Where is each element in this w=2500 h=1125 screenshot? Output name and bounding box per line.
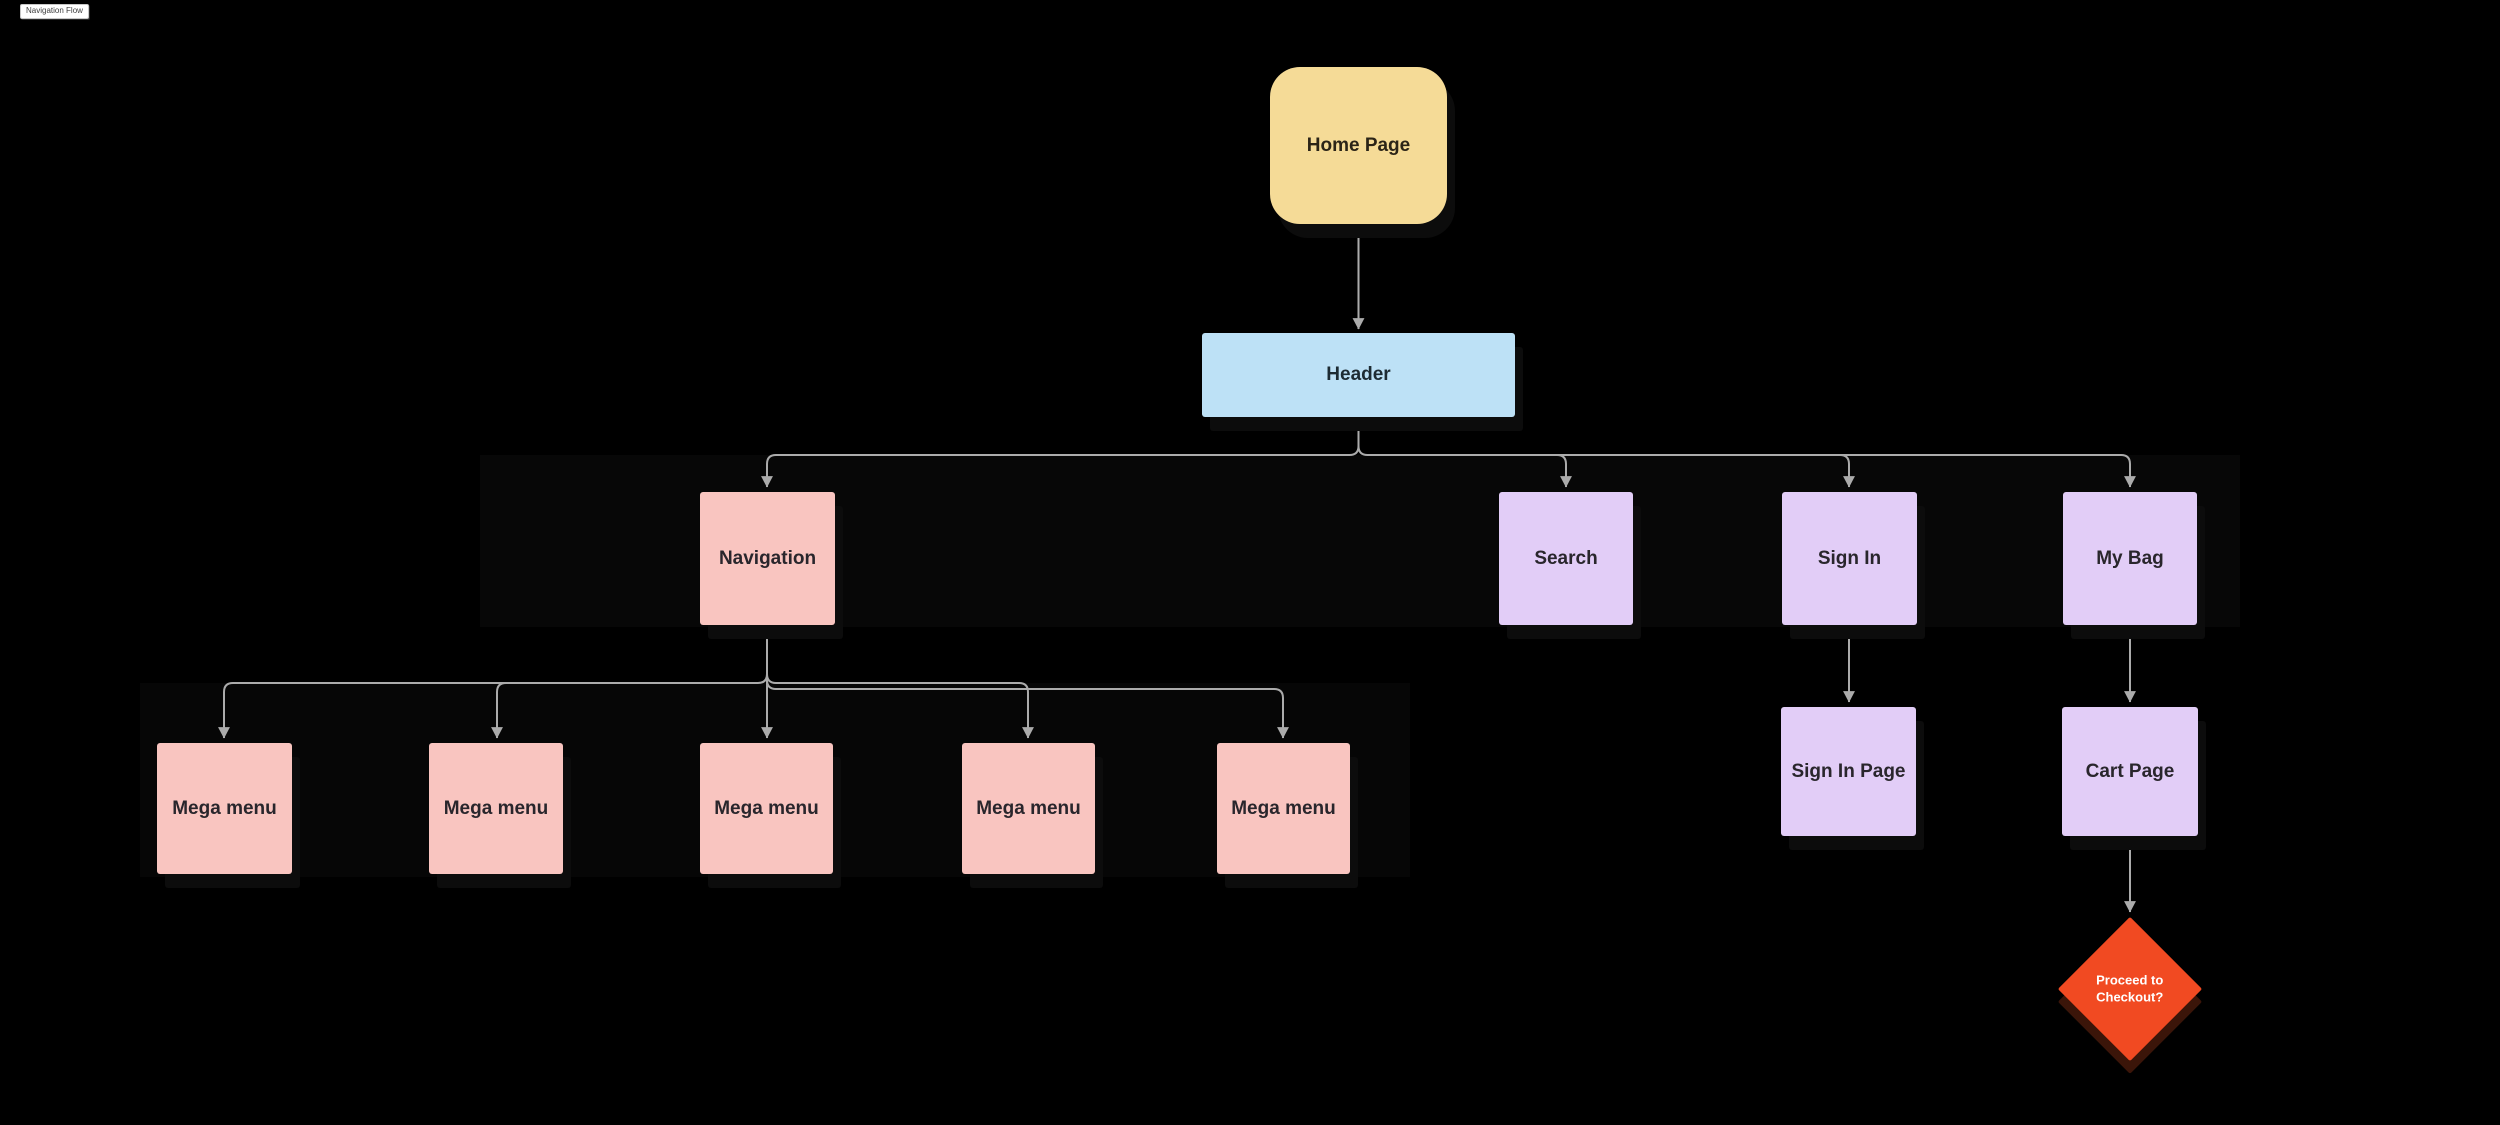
node-home-page[interactable]: Home Page: [1270, 67, 1447, 224]
node-label: My Bag: [2096, 547, 2164, 569]
node-label: Mega menu: [443, 797, 549, 819]
node-label: Search: [1534, 547, 1598, 569]
node-sign-in-page[interactable]: Sign In Page: [1781, 707, 1916, 836]
node-label: Header: [1326, 364, 1391, 385]
section-label-chip[interactable]: Navigation Flow: [20, 4, 89, 19]
node-label: Home Page: [1306, 134, 1411, 156]
node-search[interactable]: Search: [1499, 492, 1633, 625]
node-header[interactable]: Header: [1202, 333, 1515, 417]
node-mega-menu-4[interactable]: Mega menu: [962, 743, 1095, 874]
connector-header-search[interactable]: [1556, 454, 1572, 488]
node-mega-menu-1[interactable]: Mega menu: [157, 743, 292, 874]
node-label: Navigation: [718, 547, 817, 569]
node-mega-menu-3[interactable]: Mega menu: [700, 743, 833, 874]
connector-header-signin[interactable]: [1839, 454, 1855, 488]
node-cart-page[interactable]: Cart Page: [2062, 707, 2198, 836]
node-label: Proceed to Checkout?: [2096, 972, 2163, 1006]
decision-label-line-2: Checkout?: [2096, 990, 2164, 1005]
node-mega-menu-5[interactable]: Mega menu: [1217, 743, 1350, 874]
connector-navigation-mega4[interactable]: [766, 673, 1034, 739]
node-mega-menu-2[interactable]: Mega menu: [429, 743, 563, 874]
node-label: Cart Page: [2085, 760, 2175, 782]
node-label: Sign In Page: [1791, 760, 1906, 782]
connector-header-mybag[interactable]: [1357, 445, 2136, 488]
node-label: Mega menu: [976, 797, 1081, 819]
connector-navigation-mega5[interactable]: [766, 679, 1289, 739]
node-navigation[interactable]: Navigation: [700, 492, 835, 625]
node-my-bag[interactable]: My Bag: [2063, 492, 2197, 625]
node-label: Mega menu: [714, 797, 819, 819]
node-label: Sign In: [1817, 547, 1882, 569]
node-label: Mega menu: [172, 797, 277, 819]
decision-label-line-1: Proceed to: [2096, 973, 2164, 988]
node-label: Mega menu: [1231, 797, 1336, 819]
connector-navigation-mega2[interactable]: [491, 682, 507, 739]
node-sign-in[interactable]: Sign In: [1782, 492, 1917, 625]
connector-header-navigation[interactable]: [761, 445, 1360, 488]
connector-navigation-mega1[interactable]: [218, 673, 768, 739]
